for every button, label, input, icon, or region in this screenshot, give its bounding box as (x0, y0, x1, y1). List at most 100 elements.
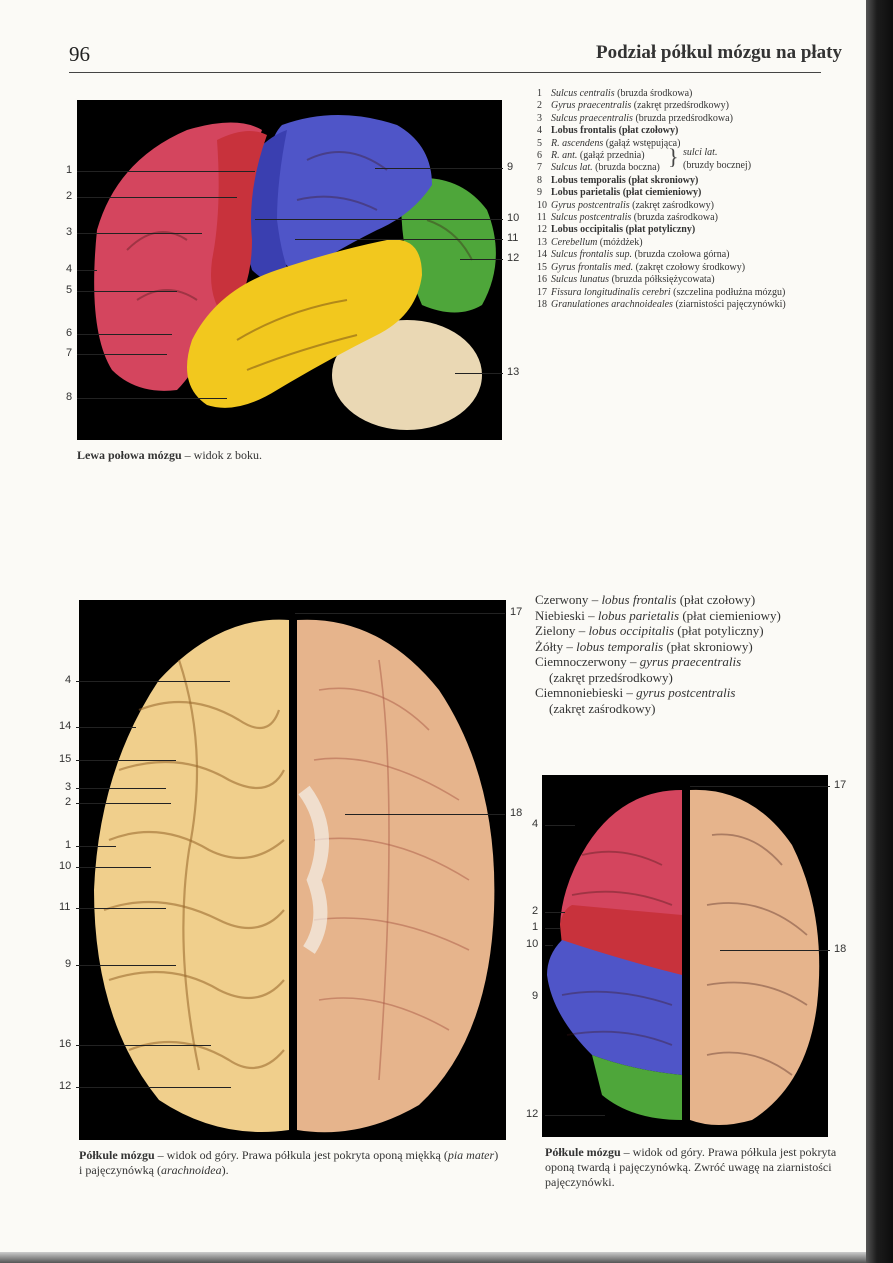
fig3-label-1: 1 (532, 921, 539, 933)
color-polish-term: (płat czołowy) (679, 592, 756, 607)
legend-number: 7 (537, 162, 542, 174)
legend-latin-term: Sulcus postcentralis (551, 212, 632, 224)
color-polish-term: (zakręt przedśrodkowy) (549, 669, 673, 685)
color-legend-row: Ciemnoniebieski – gyrus postcentralis(za… (535, 685, 781, 716)
fig1-label-11: 11 (507, 232, 519, 244)
fig1-caption: Lewa połowa mózgu – widok z boku. (77, 448, 262, 463)
leader-line (76, 681, 230, 682)
leader-line (76, 803, 171, 804)
legend-number: 17 (537, 286, 547, 298)
page-number: 96 (69, 42, 90, 66)
color-polish-term: (zakręt zaśrodkowy) (549, 700, 656, 716)
leader-line (77, 270, 97, 271)
frontal-lobe-top (560, 790, 682, 925)
fig2-caption-mid: ) i pajęczynówką ( (79, 1148, 499, 1177)
cerebellum-region (332, 320, 482, 430)
fig2-caption-rest: – widok od góry. Prawa półkula jest pokr… (154, 1148, 448, 1162)
leader-line (76, 908, 166, 909)
dash-separator: – (575, 623, 589, 638)
lateral-brain-photo (77, 100, 502, 440)
fig3-label-17: 17 (834, 779, 847, 791)
fig1-label-4: 4 (66, 263, 73, 275)
legend-number: 10 (537, 199, 547, 211)
fig3-label-4: 4 (532, 818, 539, 830)
brace-latin: sulci lat. (683, 147, 718, 158)
legend-number: 16 (537, 274, 547, 286)
leader-line (455, 373, 503, 374)
color-legend-row: Zielony – lobus occipitalis (płat potyli… (535, 623, 781, 639)
right-hemisphere-region (297, 619, 495, 1133)
legend-polish-term: (zakręt zaśrodkowy) (629, 199, 715, 211)
legend-latin-term: Sulcus lunatus (551, 274, 610, 286)
legend-latin-term: Lobus frontalis (551, 125, 617, 137)
fig2-label-2: 2 (65, 796, 72, 808)
superior-brain-illustration (94, 619, 495, 1133)
leader-line (77, 398, 227, 399)
leader-line (76, 727, 136, 728)
color-name: Zielony (535, 623, 576, 638)
leader-line (255, 219, 503, 220)
fig1-label-1: 1 (66, 164, 73, 176)
parietal-lobe-region (265, 115, 432, 271)
leader-line (76, 788, 166, 789)
leader-line (77, 171, 255, 172)
temporal-lobe-region (187, 239, 422, 408)
fig2-caption: Półkule mózgu – widok od góry. Prawa pół… (79, 1148, 499, 1178)
legend-number: 13 (537, 236, 547, 248)
legend-number: 11 (537, 212, 547, 224)
leader-line (545, 825, 575, 826)
fig2-label-4: 4 (65, 674, 72, 686)
leader-line (545, 945, 553, 946)
fig1-label-7: 7 (66, 347, 73, 359)
fig3-label-18: 18 (834, 943, 847, 955)
fig3-caption-bold: Półkule mózgu (545, 1145, 621, 1159)
fig2-label-14: 14 (59, 720, 72, 732)
leader-line (545, 1115, 605, 1116)
legend-polish-term: (szczelina podłużna mózgu) (670, 286, 786, 298)
leader-line (77, 291, 177, 292)
leader-line (295, 613, 505, 614)
color-name: Niebieski (535, 607, 585, 623)
legend-latin-term: Lobus parietalis (551, 187, 621, 199)
leader-line (545, 912, 565, 913)
legend-latin-term: Sulcus frontalis sup. (551, 249, 633, 261)
colored-superior-brain-photo (542, 775, 828, 1137)
color-latin-term: gyrus praecentralis (639, 654, 742, 669)
leader-line (76, 965, 176, 966)
legend-polish-term: (móżdżek) (597, 236, 643, 248)
legend-number: 18 (537, 298, 547, 310)
color-latin-term: gyrus postcentralis (636, 685, 736, 700)
dash-separator: – (623, 685, 637, 700)
fig2-label-16: 16 (59, 1038, 72, 1050)
color-legend-row: Ciemnoczerwony – gyrus praecentralis(zak… (535, 654, 781, 685)
legend-latin-term: Gyrus postcentralis (551, 199, 630, 211)
legend-polish-term: (bruzda środkowa) (614, 88, 693, 99)
legend-number: 9 (537, 187, 542, 199)
legend-number: 8 (537, 174, 542, 186)
legend-polish-term: (ziarnistości pajęczynówki) (672, 298, 786, 310)
fig2-label-15: 15 (59, 753, 72, 765)
legend-number: 3 (537, 112, 542, 124)
header-divider (69, 72, 821, 73)
leader-line (77, 197, 237, 198)
page-bottom-edge (0, 1252, 866, 1263)
fig1-label-12: 12 (507, 252, 520, 264)
color-polish-term: (płat ciemieniowy) (682, 607, 781, 623)
legend-polish-term: (zakręt czołowy środkowy) (633, 261, 746, 273)
leader-line (76, 1087, 231, 1088)
legend-latin-term: Gyrus frontalis med. (551, 261, 634, 273)
legend-polish-term: (bruzda boczna) (592, 162, 660, 174)
leader-line (77, 334, 172, 335)
dash-separator: – (626, 654, 640, 669)
page-title: Podział półkul mózgu na płaty (596, 42, 842, 63)
leader-line (76, 1045, 211, 1046)
granulations-patch (298, 785, 329, 954)
